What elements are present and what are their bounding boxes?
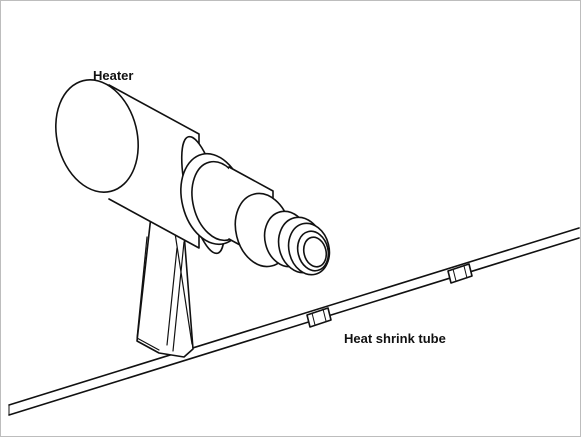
heater-nozzle	[263, 210, 331, 276]
heat-shrink-tube-2	[447, 263, 473, 284]
wire	[8, 227, 580, 416]
heat-shrink-tube-label: Heat shrink tube	[344, 331, 446, 346]
heat-shrink-tube	[306, 307, 332, 328]
heater-label: Heater	[93, 68, 134, 83]
